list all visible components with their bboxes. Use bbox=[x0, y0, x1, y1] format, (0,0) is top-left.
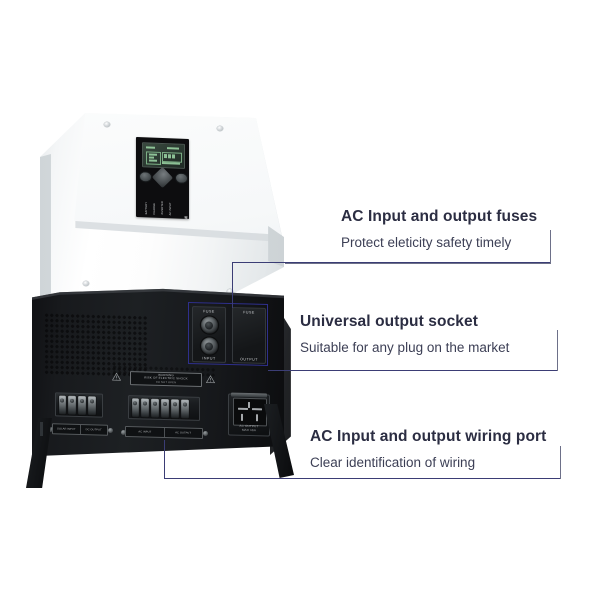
callout-ac-input-output-wiring-port: AC Input and output wiring port Clear id… bbox=[310, 428, 546, 470]
legend-ac-input: AC INPUT bbox=[138, 430, 152, 434]
leader-line-3-horizontal bbox=[164, 478, 561, 480]
screw-icon bbox=[121, 430, 126, 435]
callout-title: AC Input and output fuses bbox=[341, 208, 538, 225]
panel-vlabel: AC INPUT bbox=[169, 202, 172, 216]
fuse-label-output-bottom: OUTPUT bbox=[240, 356, 258, 362]
leader-line-2-horizontal bbox=[268, 370, 558, 372]
warning-text-box: WARNING RISK OF ELECTRIC SHOCK DO NOT OP… bbox=[130, 371, 202, 387]
fuse-block-highlight: FUSE INPUT FUSE OUTPUT bbox=[188, 302, 268, 366]
terminal-screw[interactable] bbox=[181, 399, 190, 419]
leader-line-3-vertical-right bbox=[560, 446, 562, 479]
screw-icon bbox=[217, 126, 223, 131]
panel-vlabel: CHARGE bbox=[153, 202, 156, 215]
warning-triangle-icon bbox=[112, 372, 121, 381]
callout-title: Universal output socket bbox=[300, 313, 479, 330]
screw-icon bbox=[48, 427, 53, 432]
terminal-screw[interactable] bbox=[161, 398, 170, 419]
universal-ac-output-socket[interactable]: AC OUTPUT MAX 16A bbox=[228, 392, 270, 443]
screw-icon bbox=[108, 428, 113, 433]
callout-subtitle: Protect eleticity safety timely bbox=[341, 235, 512, 250]
leader-line-1-vertical-left bbox=[232, 262, 234, 308]
callout-ac-input-output-fuses: AC Input and output fuses Protect eletic… bbox=[341, 208, 537, 250]
input-fuse-knob[interactable] bbox=[200, 316, 218, 334]
screw-icon bbox=[203, 431, 208, 436]
fuse-label-output-top: FUSE bbox=[243, 310, 255, 315]
solar-inverter-product-image: BATTERY CHARGE INVERTER AC INPUT SOLAR C… bbox=[0, 0, 310, 500]
lcd-display bbox=[142, 142, 185, 169]
terminal-screw[interactable] bbox=[141, 398, 150, 418]
screw-icon bbox=[227, 289, 233, 294]
leader-line-1-vertical-right bbox=[550, 230, 552, 264]
control-keypad[interactable] bbox=[139, 166, 188, 189]
legend-ac-output: AC OUTPUT bbox=[175, 431, 192, 435]
socket-face[interactable] bbox=[233, 397, 267, 427]
leader-line-1-underline bbox=[285, 263, 551, 265]
control-panel-sticker: BATTERY CHARGE INVERTER AC INPUT SOLAR C… bbox=[136, 136, 189, 220]
warning-label-row: WARNING RISK OF ELECTRIC SHOCK DO NOT OP… bbox=[112, 370, 218, 387]
panel-vlabel: BATTERY bbox=[145, 201, 148, 215]
terminal-screw[interactable] bbox=[68, 395, 77, 415]
leader-line-1-horizontal-top bbox=[232, 262, 551, 264]
input-fuse-card: FUSE INPUT bbox=[192, 306, 226, 363]
legend-solar-input: SOLAR INPUT bbox=[57, 427, 76, 431]
legend-dc-output: DC OUTPUT bbox=[85, 428, 102, 432]
warning-line-3: DO NOT OPEN bbox=[155, 380, 177, 385]
ac-terminal-legend: AC INPUT AC OUTPUT bbox=[125, 425, 203, 440]
panel-vlabel: INVERTER bbox=[161, 201, 164, 216]
screw-icon bbox=[83, 281, 89, 286]
ac-terminal-block[interactable] bbox=[128, 395, 200, 421]
fuse-label-input-bottom: INPUT bbox=[202, 355, 216, 361]
callout-universal-output-socket: Universal output socket Suitable for any… bbox=[300, 313, 509, 355]
dc-terminal-legend: SOLAR INPUT DC OUTPUT bbox=[52, 423, 108, 436]
dc-terminal-block[interactable] bbox=[55, 392, 103, 418]
callout-subtitle: Clear identification of wiring bbox=[310, 455, 476, 470]
terminal-screw[interactable] bbox=[58, 395, 67, 415]
foot-highlight bbox=[40, 422, 43, 436]
socket-label: AC OUTPUT MAX 16A bbox=[229, 424, 269, 433]
terminal-screw[interactable] bbox=[78, 395, 87, 416]
callout-title: AC Input and output wiring port bbox=[310, 428, 547, 445]
terminal-screw[interactable] bbox=[131, 398, 140, 418]
inverter-left-fold bbox=[40, 154, 51, 306]
leader-line-3-vertical-left bbox=[164, 440, 166, 478]
socket-frame: AC OUTPUT MAX 16A bbox=[228, 392, 270, 437]
inverter-right-fold bbox=[268, 226, 284, 267]
control-panel-legend: BATTERY CHARGE INVERTER AC INPUT SOLAR C… bbox=[141, 189, 188, 219]
fuse-label-input-top: FUSE bbox=[203, 309, 215, 314]
terminal-screw[interactable] bbox=[88, 396, 97, 416]
leader-line-2-vertical-right bbox=[557, 330, 559, 371]
brand-label: SOLAR CONTROL SYSTEM bbox=[183, 216, 188, 219]
callout-subtitle: Suitable for any plug on the market bbox=[300, 340, 510, 355]
direction-pad-icon[interactable] bbox=[151, 166, 174, 189]
terminal-screw[interactable] bbox=[151, 398, 160, 418]
socket-cap bbox=[231, 392, 267, 397]
screw-icon bbox=[104, 122, 110, 127]
warning-triangle-icon bbox=[206, 375, 215, 384]
terminal-screw[interactable] bbox=[171, 399, 180, 419]
input-fuse-knob-2[interactable] bbox=[200, 337, 218, 355]
output-fuse-card: FUSE OUTPUT bbox=[232, 307, 266, 364]
socket-label-line-2: MAX 16A bbox=[241, 427, 257, 432]
